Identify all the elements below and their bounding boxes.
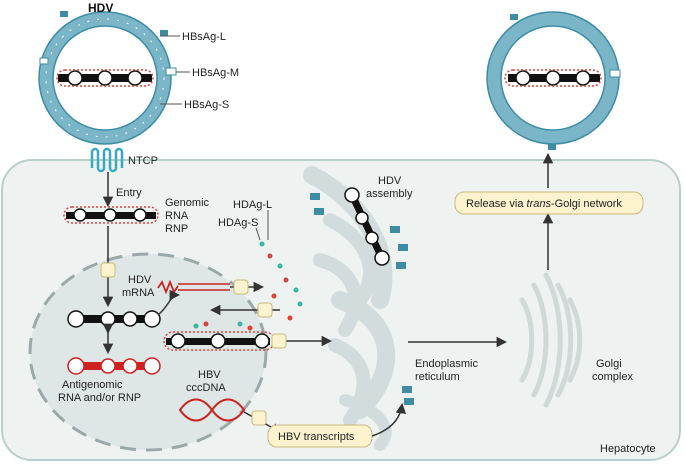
nucleus: [28, 252, 268, 452]
genomic-rna-nucleus: [67, 310, 161, 328]
genomic-rnp: [63, 206, 159, 224]
er-label-2: reticulum: [415, 371, 460, 383]
er-label-1: Endoplasmic: [415, 358, 478, 370]
hdv-title: HDV: [88, 1, 113, 15]
genomic-label-3: RNP: [165, 223, 188, 235]
hbv-label-1: HBV: [198, 369, 221, 381]
golgi-label-1: Golgi: [596, 358, 622, 370]
hepatocyte-label: Hepatocyte: [600, 443, 656, 455]
hbsag-l-label: HBsAg-L: [182, 31, 226, 43]
antigenomic-label-2: RNA and/or RNP: [58, 392, 141, 404]
hbsag-s-label: HBsAg-S: [184, 99, 229, 111]
hdv-assembly-label-1: HDV: [378, 175, 402, 187]
nuclear-pore-4: [271, 333, 287, 349]
release-box: [454, 191, 644, 215]
rnp-export: [163, 331, 275, 351]
antigenomic-label-1: Antigenomic: [62, 379, 123, 391]
er-hbsag-proteins: [310, 193, 414, 405]
hdag-l-label: HDAg-L: [233, 199, 272, 211]
golgi-label-2: complex: [592, 371, 633, 383]
ntcp-label: NTCP: [128, 155, 158, 167]
nuclear-pore-3: [257, 302, 273, 318]
nuclear-pore-5: [251, 410, 267, 426]
antigenomic-rna: [67, 357, 161, 375]
hdag-s-label: HDAg-S: [218, 217, 258, 229]
hdag-particles: [193, 241, 303, 331]
release-prefix: Release via: [466, 198, 527, 210]
genomic-label-1: Genomic: [165, 197, 210, 209]
hdv-mrna-label-2: mRNA: [122, 287, 155, 299]
entry-label: Entry: [116, 187, 142, 199]
hdag-s-leader: [255, 227, 261, 241]
golgi-complex: [519, 272, 583, 408]
hdv-assembly-label-2: assembly: [366, 188, 413, 200]
genomic-label-2: RNA: [165, 210, 189, 222]
nuclear-pore: [100, 262, 116, 278]
hdv-mrna-label-1: HDV: [128, 274, 152, 286]
ntcp-receptor: [90, 147, 124, 173]
released-hdv-virion: [486, 11, 621, 150]
release-suffix: -Golgi network: [551, 198, 622, 210]
hbv-label-2: cccDNA: [186, 382, 226, 394]
nuclear-pore-2: [233, 279, 249, 295]
hbsag-m-label: HBsAg-M: [192, 67, 239, 79]
hbv-cccdna: [178, 398, 246, 422]
hbv-transcripts-label: HBV transcripts: [278, 431, 355, 443]
hdv-virion: [38, 11, 177, 145]
er-assembly-rnp: [344, 187, 390, 266]
release-italic: trans: [527, 198, 552, 210]
mrna-branch-arrow: [157, 289, 181, 316]
release-label: Release via trans-Golgi network: [466, 198, 622, 210]
hbv-to-er-arrow: [371, 402, 407, 437]
